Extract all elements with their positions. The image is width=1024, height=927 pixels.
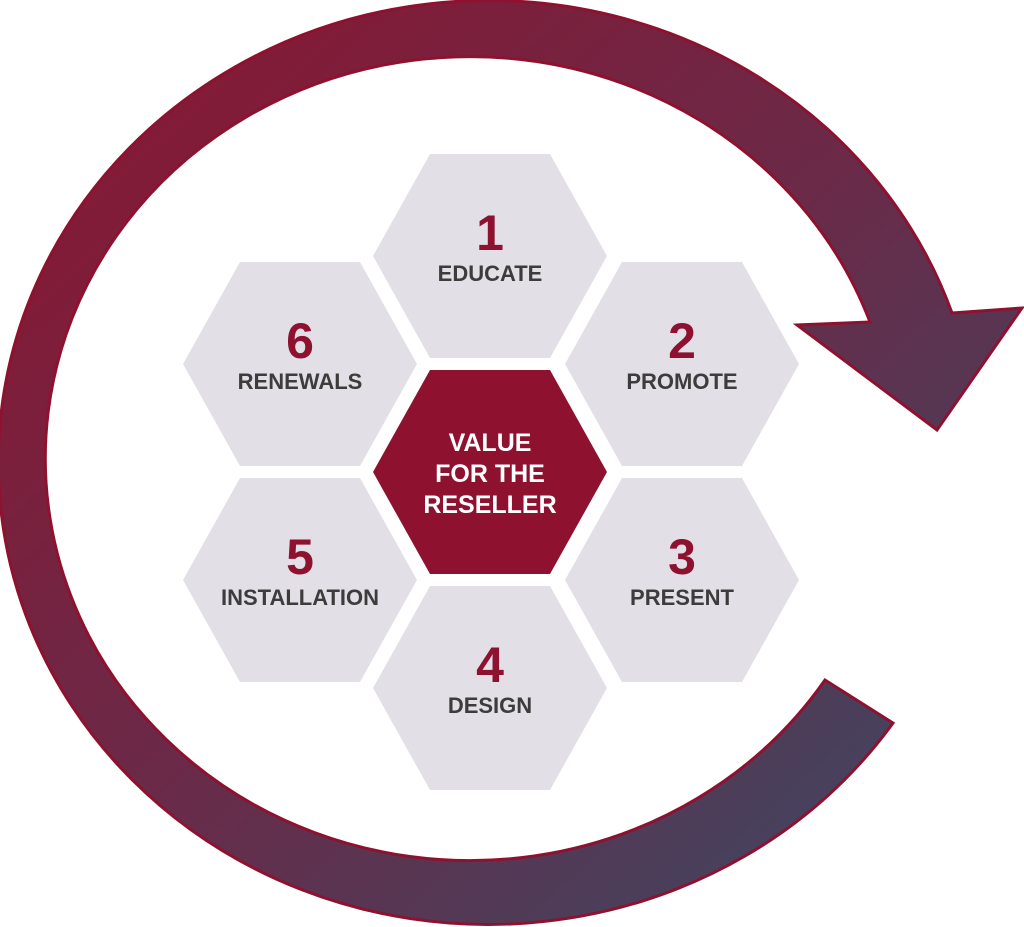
step-number: 2 <box>668 313 696 369</box>
hexagon-shape <box>565 262 799 466</box>
hexagon-shape <box>183 262 417 466</box>
hexagon-shape <box>373 154 607 358</box>
step-label: PRESENT <box>630 585 734 610</box>
step-number: 5 <box>286 529 314 585</box>
step-label: DESIGN <box>448 693 532 718</box>
step-number: 3 <box>668 529 696 585</box>
step-label: INSTALLATION <box>221 585 379 610</box>
hexagon-shape <box>183 478 417 682</box>
step-number: 4 <box>476 637 504 693</box>
center-title-line: VALUE <box>449 429 532 457</box>
step-number: 1 <box>476 205 504 261</box>
hexagon-shape <box>373 586 607 790</box>
step-label: RENEWALS <box>238 369 363 394</box>
step-label: EDUCATE <box>438 261 543 286</box>
center-hexagon: VALUE FOR THE RESELLER <box>373 370 607 574</box>
center-title-line: RESELLER <box>423 491 556 519</box>
step-number: 6 <box>286 313 314 369</box>
center-title-line: FOR THE <box>435 460 545 488</box>
hexagon-shape <box>373 370 607 574</box>
step-label: PROMOTE <box>626 369 737 394</box>
hexagon-shape <box>565 478 799 682</box>
